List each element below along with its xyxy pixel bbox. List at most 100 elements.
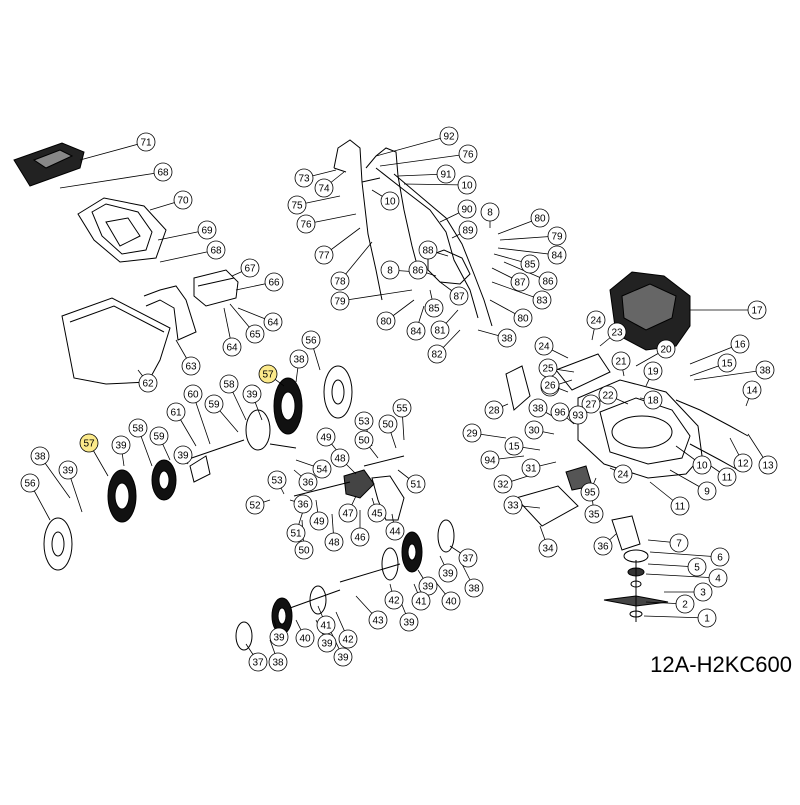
callout-circle [392, 398, 412, 418]
callout-circle [497, 328, 517, 348]
callout-32: 32 [493, 474, 513, 494]
rear-wheel-right-part [245, 365, 353, 451]
callout-87: 87 [449, 286, 469, 306]
callout-86: 86 [538, 271, 558, 291]
callout-92: 92 [439, 126, 459, 146]
callout-circle [747, 300, 767, 320]
callout-circle [406, 321, 426, 341]
callout-66: 66 [264, 272, 284, 292]
callout-48: 48 [324, 532, 344, 552]
callout-number: 45 [371, 509, 383, 520]
callout-circle [675, 594, 695, 614]
callout-number: 66 [268, 278, 280, 289]
callout-circle [581, 394, 601, 414]
callout-circle [204, 394, 224, 414]
callout-circle [289, 349, 309, 369]
callout-number: 36 [597, 542, 609, 553]
callout-circle [530, 208, 550, 228]
callout-number: 51 [290, 529, 302, 540]
callout-58: 58 [219, 374, 239, 394]
callout-circle [378, 414, 398, 434]
callout-29: 29 [462, 423, 482, 443]
callout-circle [30, 446, 50, 466]
callout-5: 5 [687, 557, 707, 577]
callout-20: 20 [656, 339, 676, 359]
callout-number: 20 [660, 345, 672, 356]
callout-number: 4 [715, 574, 721, 585]
callout-number: 39 [62, 466, 74, 477]
callout-number: 10 [461, 181, 473, 192]
blade-part [603, 549, 669, 622]
callout-circle [436, 164, 456, 184]
callout-number: 35 [588, 510, 600, 521]
callout-number: 82 [431, 350, 443, 361]
callout-circle [240, 258, 260, 278]
callout-75: 75 [287, 195, 307, 215]
callout-number: 81 [434, 326, 446, 337]
leader-line [403, 183, 468, 186]
callout-9: 9 [697, 481, 717, 501]
callout-circle [538, 271, 558, 291]
callout-number: 36 [302, 478, 314, 489]
callout-number: 95 [584, 488, 596, 499]
callout-circle [656, 339, 676, 359]
callout-86: 86 [408, 260, 428, 280]
mower-deck-part [505, 353, 703, 551]
callout-39: 39 [333, 647, 353, 667]
handle-part [333, 139, 493, 327]
callout-number: 24 [617, 470, 629, 481]
callout-circle [287, 195, 307, 215]
callout-circle [524, 420, 544, 440]
callout-82: 82 [427, 344, 447, 364]
callout-number: 39 [422, 582, 434, 593]
callout-circle [547, 245, 567, 265]
callout-11: 11 [717, 467, 737, 487]
callout-42: 42 [338, 629, 358, 649]
callout-number: 22 [602, 391, 614, 402]
callout-88: 88 [418, 240, 438, 260]
callout-circle [520, 254, 540, 274]
callout-73: 73 [294, 168, 314, 188]
callout-45: 45 [367, 503, 387, 523]
callout-circle [385, 521, 405, 541]
callout-number: 42 [342, 635, 354, 646]
callout-circle [493, 474, 513, 494]
callout-circle [504, 436, 524, 456]
callout-number: 39 [442, 569, 454, 580]
callout-circle [368, 610, 388, 630]
callout-39: 39 [242, 384, 262, 404]
callout-circle [376, 311, 396, 331]
callout-number: 23 [611, 328, 623, 339]
callout-circle [643, 361, 663, 381]
bag-cover-part [77, 197, 167, 263]
callout-24: 24 [586, 310, 606, 330]
callout-number: 19 [647, 367, 659, 378]
callout-number: 53 [271, 476, 283, 487]
callout-number: 83 [536, 296, 548, 307]
callout-number: 18 [647, 396, 659, 407]
callout-number: 47 [342, 509, 354, 520]
callout-number: 36 [297, 500, 309, 511]
callout-number: 65 [249, 330, 261, 341]
callout-42: 42 [384, 590, 404, 610]
callout-number: 69 [201, 226, 213, 237]
callout-78: 78 [330, 271, 350, 291]
callout-circle [534, 336, 554, 356]
leader-line [693, 369, 766, 381]
callout-49: 49 [309, 511, 329, 531]
callout-number: 76 [300, 220, 312, 231]
callout-number: 80 [534, 214, 546, 225]
callout-21: 21 [611, 351, 631, 371]
callout-circle [316, 427, 336, 447]
callout-circle [354, 411, 374, 431]
callout-circle [173, 445, 193, 465]
leader-line [79, 141, 147, 161]
callout-circle [248, 652, 268, 672]
callout-38: 38 [289, 349, 309, 369]
callout-circle [598, 385, 618, 405]
callout-65: 65 [245, 324, 265, 344]
callout-12: 12 [733, 453, 753, 473]
callout-81: 81 [430, 320, 450, 340]
callout-circle [670, 496, 690, 516]
callout-number: 24 [590, 316, 602, 327]
